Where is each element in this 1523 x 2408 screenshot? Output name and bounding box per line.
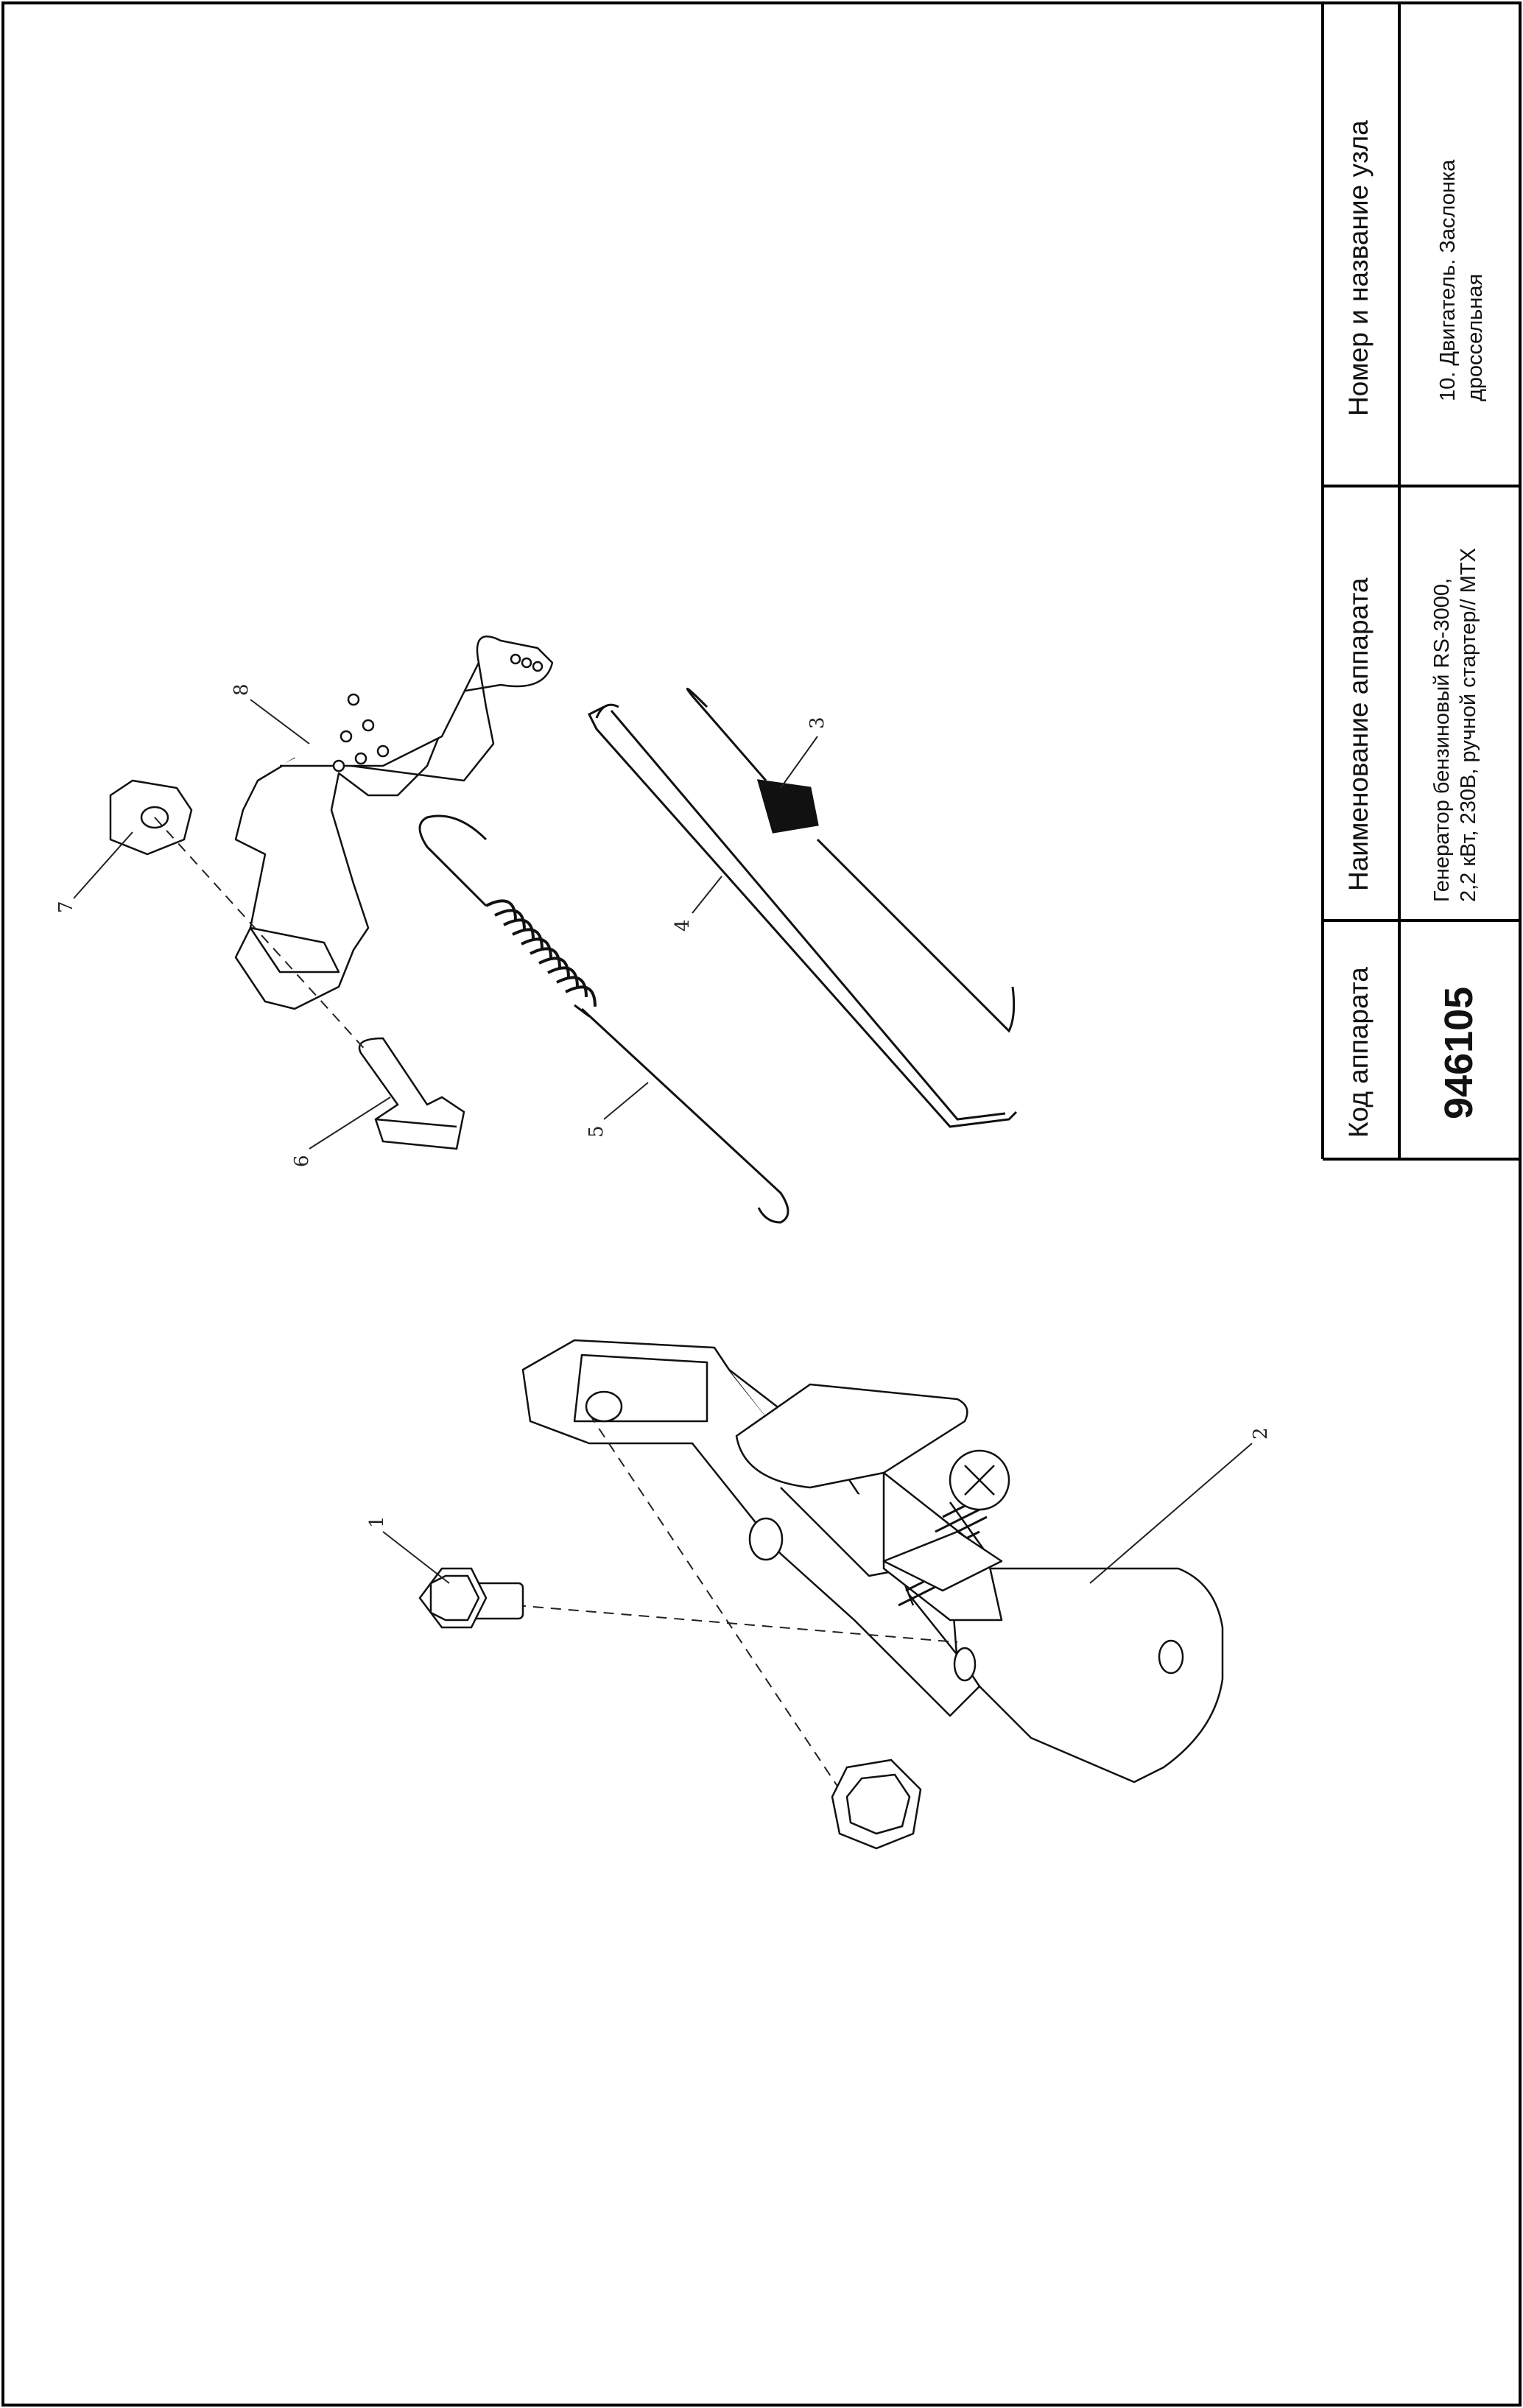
code-header: Код аппарата (1343, 967, 1373, 1138)
name-line-2: 2,2 кВт, 230В, ручной стартер// МТХ (1457, 548, 1480, 902)
throttle-lever (234, 636, 554, 1010)
throttle-bracket-assembly (521, 1339, 1224, 1784)
callout-7: 7 (55, 901, 77, 913)
unit-line-1: 10. Двигатель. Заслонка (1436, 159, 1460, 401)
callout-5: 5 (585, 1125, 608, 1138)
callout-6: 6 (291, 1155, 313, 1167)
name-header: Наименование аппарата (1343, 577, 1373, 891)
callout-leaders (73, 699, 1253, 1584)
callout-3: 3 (806, 717, 829, 729)
callout-4: 4 (672, 919, 694, 932)
unit-header: Номер и название узла (1343, 120, 1373, 416)
throttle-rod (587, 703, 1018, 1128)
title-block-grid (1321, 3, 1520, 1161)
lever-pin (358, 1037, 465, 1150)
throttle-lever-spring (686, 688, 1016, 1033)
hex-bolt-lower (831, 1759, 922, 1850)
hex-bolt-upper (418, 1567, 524, 1629)
callout-1: 1 (366, 1515, 388, 1528)
name-line-1: Генератор бензиновый RS-3000, (1430, 577, 1454, 902)
unit-line-2: дроссельная (1463, 273, 1487, 401)
code-value: 946105 (1437, 986, 1481, 1119)
alignment-lines-bolts (515, 1413, 958, 1812)
callout-numbers: 1 2 3 4 5 6 7 8 (55, 683, 1272, 1528)
callout-2: 2 (1250, 1427, 1272, 1440)
throttle-return-spring (418, 814, 789, 1224)
callout-8: 8 (231, 683, 253, 696)
